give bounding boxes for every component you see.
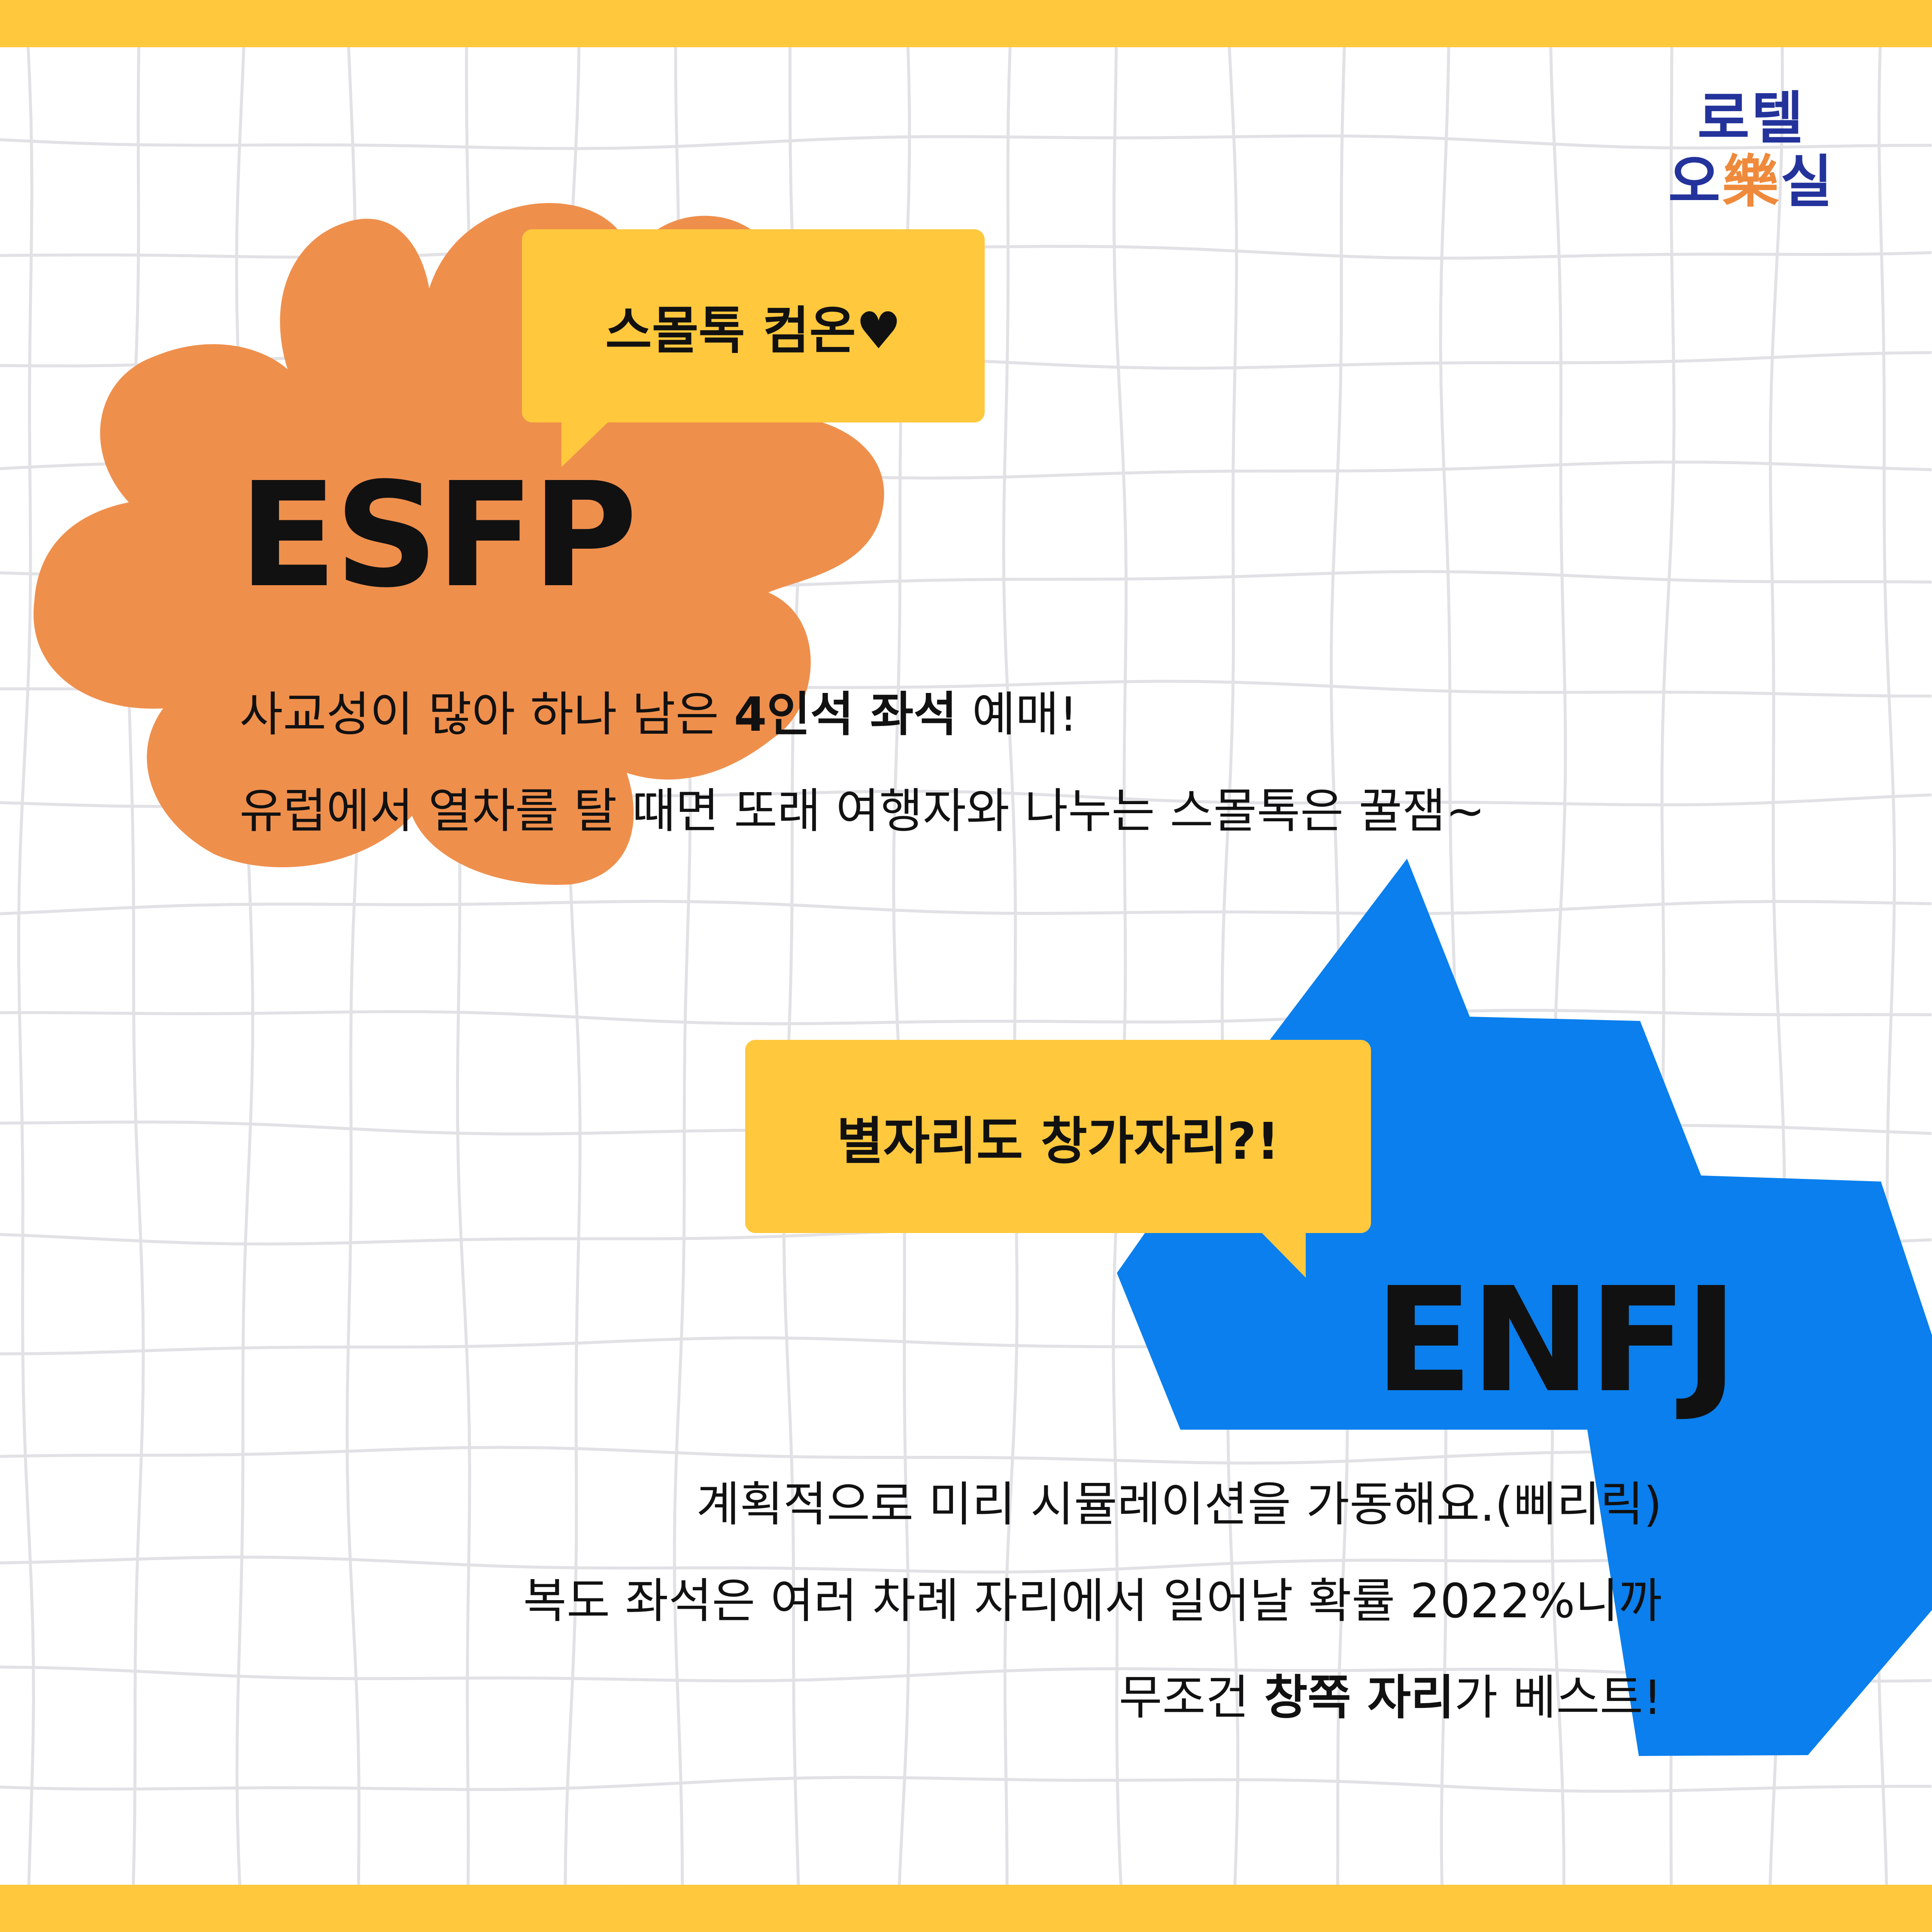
description-line: 사교성이 많아 하나 남은 4인석 좌석 예매!: [240, 687, 1078, 742]
grid-line: [1112, 0, 1128, 1932]
logo-char: 텔: [1751, 85, 1805, 152]
description-line: 복도 좌석은 여러 차례 자리에서 일어날 확률 2022%니까: [523, 1574, 1662, 1628]
grid-line: [1002, 0, 1019, 1932]
bubble-text: 스몰톡 컴온♥: [605, 301, 901, 360]
description-line: 무조건 창쪽 자리가 베스트!: [1119, 1670, 1662, 1725]
logo-line-top: 로 텔: [1657, 90, 1846, 147]
speech-bubble-esfp: 스몰톡 컴온♥: [522, 229, 985, 467]
grid-line: [0, 1776, 1932, 1793]
bubble-text: 별자리도 창가자리?!: [837, 1111, 1280, 1171]
grid-line: [1220, 0, 1240, 1932]
speech-bubble-enfj: 별자리도 창가자리?!: [745, 1040, 1371, 1278]
grid-line: [0, 134, 1932, 150]
logo-line-bottom: 오 樂 실: [1657, 154, 1846, 210]
logo-char: 실: [1780, 149, 1835, 215]
mbti-type-esfp: ESFP: [239, 452, 637, 620]
grid-line: [235, 0, 255, 1932]
top-accent-bar: [0, 0, 1932, 47]
logo-char: 로: [1697, 85, 1751, 152]
grid-line: [1439, 0, 1458, 1932]
grid-line: [0, 899, 1932, 915]
bottom-accent-bar: [0, 1885, 1932, 1932]
grid-line: [1549, 0, 1567, 1932]
logo-char-accent: 樂: [1722, 149, 1780, 215]
logo-char: 오: [1668, 149, 1722, 215]
description-line: 유럽에서 열차를 탈 때면 또래 여행자와 나누는 스몰톡은 꿀잼~: [240, 784, 1485, 838]
bubble-tail: [1261, 1232, 1306, 1278]
description-line: 계획적으로 미리 시뮬레이션을 가동해요.(삐리릭): [696, 1477, 1662, 1532]
grid-line: [126, 0, 145, 1932]
grid-line: [0, 1665, 1932, 1683]
grid-line: [0, 1009, 1932, 1026]
bubble-tail: [561, 422, 609, 467]
mbti-type-enfj: ENFJ: [1374, 1257, 1738, 1425]
description-enfj: 계획적으로 미리 시뮬레이션을 가동해요.(삐리릭) 복도 좌석은 여러 차례 …: [0, 1456, 1662, 1746]
brand-logo: 로 텔 오 樂 실: [1657, 90, 1846, 210]
description-esfp: 사교성이 많아 하나 남은 4인석 좌석 예매! 유럽에서 열차를 탈 때면 또…: [240, 666, 1485, 860]
grid-line: [17, 0, 35, 1932]
